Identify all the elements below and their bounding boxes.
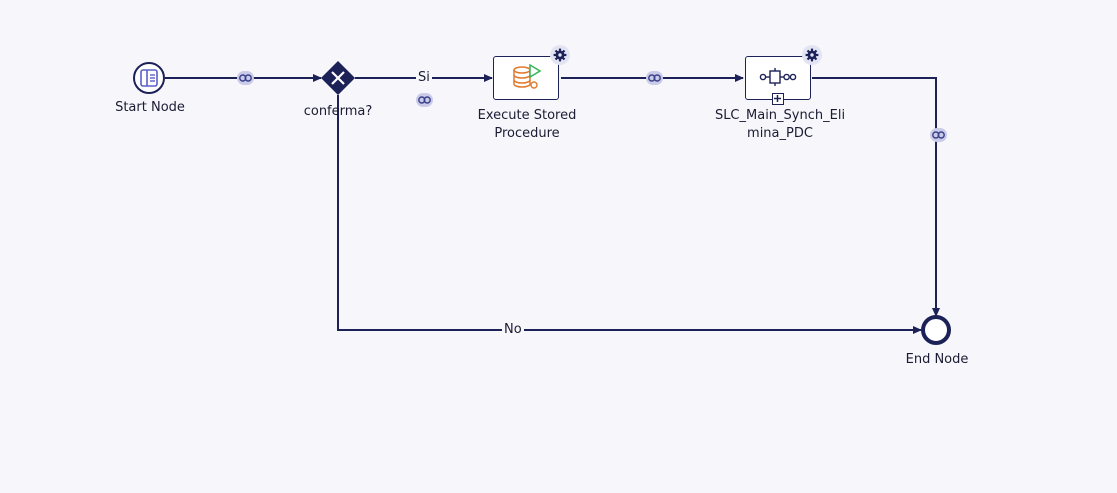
start-node[interactable] (133, 62, 165, 94)
expand-plus-icon (774, 95, 781, 102)
gear-icon (553, 48, 567, 62)
edge-link-button-start-gateway[interactable] (237, 71, 254, 85)
edge-link-button-procedure-subprocess[interactable] (646, 71, 663, 85)
edge-link-button-gateway-procedure[interactable] (416, 93, 433, 107)
edge-label-si: Si (416, 70, 432, 86)
edge-gateway-no-to-end[interactable] (337, 95, 922, 334)
stored-procedure-settings-button[interactable] (550, 45, 570, 65)
link-icon (932, 131, 945, 139)
start-node-label: Start Node (115, 100, 185, 115)
exclusive-gateway-icon (331, 71, 345, 85)
stored-procedure-label-line2: Procedure (494, 126, 560, 141)
end-node-label: End Node (905, 352, 969, 367)
subprocess-settings-button[interactable] (802, 45, 822, 65)
database-execute-icon (513, 64, 542, 89)
edge-label-no: No (502, 322, 524, 338)
subprocess-expand-button[interactable] (772, 93, 784, 105)
start-event-icon (140, 69, 158, 87)
subprocess-label-line1: SLC_Main_Synch_Eli (714, 108, 846, 123)
gateway-label: conferma? (303, 104, 373, 119)
stored-procedure-label-line1: Execute Stored (477, 108, 577, 123)
gateway-node[interactable] (321, 61, 355, 95)
end-node[interactable] (921, 315, 951, 345)
stored-procedure-task[interactable] (493, 56, 559, 100)
subprocess-icon (759, 68, 797, 86)
link-icon (418, 96, 431, 104)
subprocess-label-line2: mina_PDC (747, 126, 813, 141)
edge-subprocess-to-end[interactable] (812, 77, 940, 317)
link-icon (239, 74, 252, 82)
link-icon (648, 74, 661, 82)
gear-icon (805, 48, 819, 62)
edge-link-button-subprocess-end[interactable] (930, 128, 947, 142)
subprocess-task[interactable] (745, 56, 811, 100)
